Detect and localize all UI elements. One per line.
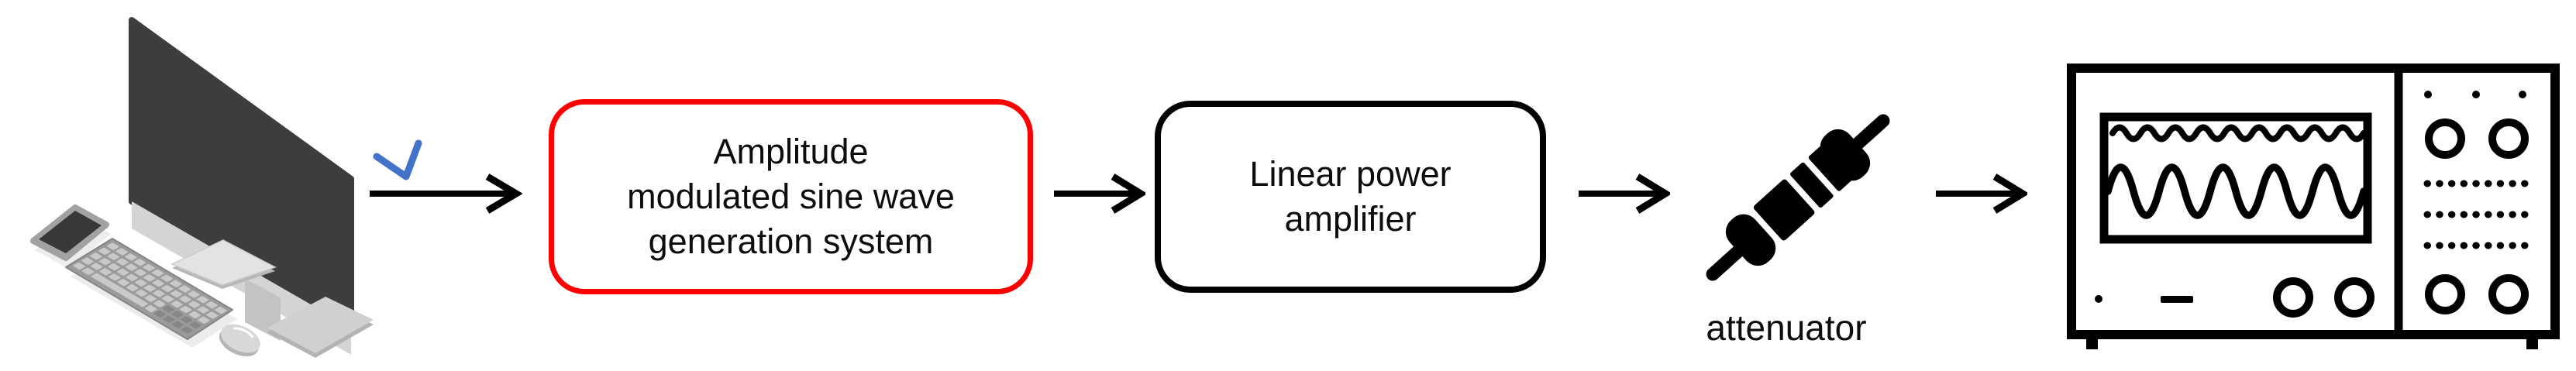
amplifier-line1: Linear power — [1249, 154, 1452, 194]
button-dot-rows — [2423, 180, 2529, 249]
amplifier-line2: amplifier — [1284, 199, 1417, 239]
keyboard-keys — [73, 242, 227, 334]
resistor-icon — [1706, 114, 1890, 281]
flow-arrow-2 — [1054, 173, 1145, 214]
knob — [2488, 274, 2529, 314]
indicator-dots — [2424, 91, 2526, 98]
sine-waveform — [2104, 163, 2368, 219]
oscilloscope-icon — [2067, 64, 2560, 349]
oscilloscope-foot-right — [2526, 337, 2538, 349]
am-generator-line3: generation system — [648, 222, 934, 261]
mouse — [219, 324, 260, 357]
computer-icon — [30, 17, 374, 358]
trackpad — [170, 239, 277, 286]
flow-arrow-3 — [1579, 173, 1670, 214]
flow-arrow-4 — [1936, 173, 2027, 214]
node-am-generator: Amplitude modulated sine wave generation… — [549, 99, 1033, 294]
monitor-base — [267, 297, 374, 353]
monitor-stand — [245, 279, 281, 341]
screen-waveforms — [2104, 124, 2368, 219]
knob — [2425, 119, 2465, 159]
am-generator-line1: Amplitude — [713, 132, 869, 171]
knob — [2273, 277, 2313, 318]
knob — [2425, 274, 2465, 314]
oscilloscope-foot-left — [2086, 337, 2098, 349]
am-generator-line2: modulated sine wave — [627, 177, 955, 216]
knob — [2488, 119, 2529, 159]
phone-screen — [39, 211, 102, 253]
check-mark-icon — [373, 139, 422, 180]
node-linear-amplifier: Linear power amplifier — [1155, 101, 1546, 293]
flow-arrow-1 — [370, 173, 522, 214]
ripple-waveform — [2109, 124, 2367, 143]
attenuator-label: attenuator — [1706, 307, 1867, 348]
knob — [2334, 277, 2375, 318]
power-led-dot — [2095, 295, 2102, 303]
power-switch-dash — [2161, 296, 2193, 303]
